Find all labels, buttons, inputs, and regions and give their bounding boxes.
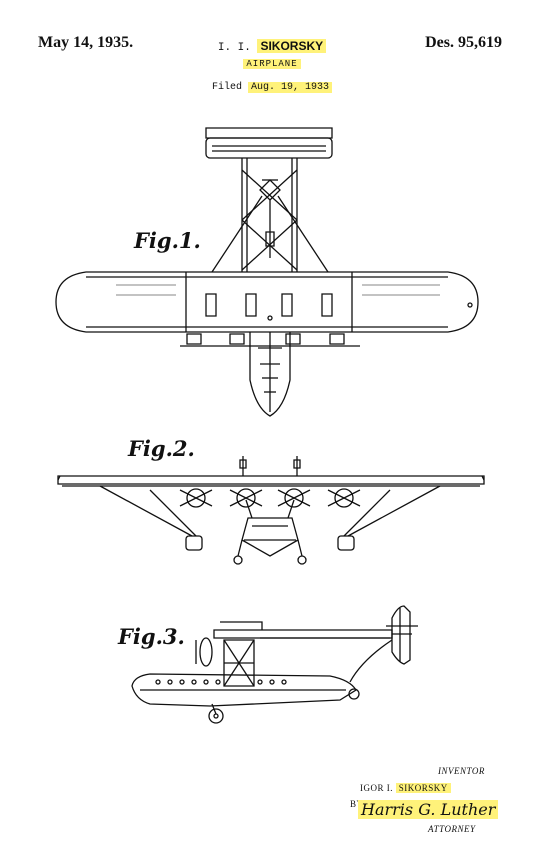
filed-date: Aug. 19, 1933 (248, 82, 333, 93)
by-label: BY (350, 799, 364, 809)
fig1-label: Fig.1. (134, 228, 201, 253)
inventor-name: SIKORSKY (257, 39, 327, 53)
fig3-label: Fig.3. (118, 624, 185, 649)
inventor-last: SIKORSKY (395, 783, 451, 793)
filed-prefix: Filed (211, 82, 242, 93)
filed-line: Filed Aug. 19, 1933 (0, 82, 544, 93)
inventor-caption: INVENTOR (438, 766, 485, 776)
patent-date: May 14, 1935. (38, 34, 134, 51)
patent-title-line: AIRPLANE (0, 59, 544, 69)
attorney-caption: ATTORNEY (428, 824, 476, 834)
inventor-first: IGOR I. (360, 783, 393, 793)
inventor-line: I. I. SIKORSKY (0, 39, 544, 54)
attorney-signature: Harris G. Luther (358, 800, 499, 819)
design-number: Des. 95,619 (425, 34, 502, 51)
fig2-label: Fig.2. (128, 436, 195, 461)
inventor-full-name-line: IGOR I. SIKORSKY (360, 783, 451, 793)
patent-title: AIRPLANE (243, 59, 301, 69)
inventor-prefix: I. I. (217, 42, 251, 54)
